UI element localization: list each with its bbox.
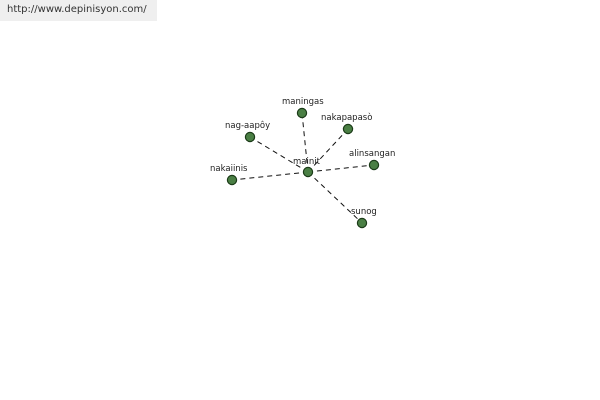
node-nakaiinis[interactable] xyxy=(226,174,238,186)
node-nag-aapoy[interactable] xyxy=(244,131,256,143)
node-label-sunog[interactable]: sunog xyxy=(351,207,377,217)
edge-mainit-nag-aapoy xyxy=(249,136,309,173)
edge-mainit-sunog xyxy=(307,171,363,224)
edge-mainit-nakapapaso xyxy=(307,128,349,173)
node-label-nakaiinis[interactable]: nakaiinis xyxy=(210,164,248,174)
node-label-nag-aapoy[interactable]: nag-aapôy xyxy=(225,120,270,131)
node-nakapapaso[interactable] xyxy=(342,123,354,135)
node-maningas[interactable] xyxy=(296,107,308,119)
graph-nodes: mainit maningas nag-aapôy nakapapasò alinsan… xyxy=(210,97,395,229)
edge-mainit-alinsangan xyxy=(307,164,375,173)
node-label-maningas[interactable]: maningas xyxy=(282,97,324,107)
node-alinsangan[interactable] xyxy=(368,159,380,171)
edge-mainit-nakaiinis xyxy=(231,171,309,181)
node-label-nakapapaso[interactable]: nakapapasò xyxy=(321,112,372,123)
node-label-alinsangan[interactable]: alinsangan xyxy=(349,149,395,159)
node-label-mainit[interactable]: mainit xyxy=(293,157,321,167)
edge-mainit-maningas xyxy=(301,112,309,173)
node-mainit[interactable] xyxy=(302,166,314,178)
graph-edges xyxy=(231,112,375,224)
url-bar: http://www.depinisyon.com/ xyxy=(0,0,157,21)
node-sunog[interactable] xyxy=(356,217,368,229)
url-text: http://www.depinisyon.com/ xyxy=(7,4,147,15)
